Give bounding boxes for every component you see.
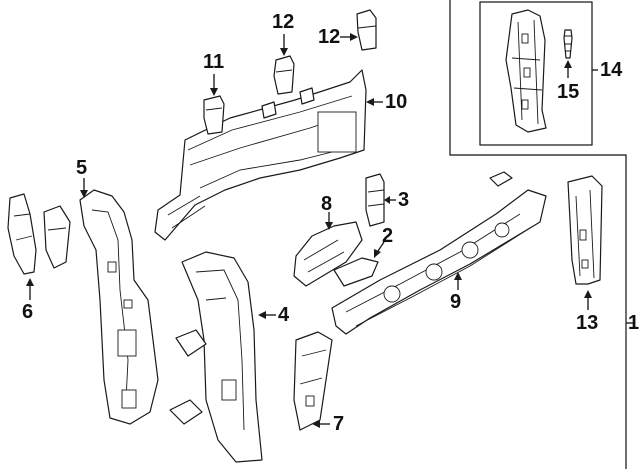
part-2-bracket: [333, 241, 385, 287]
callout-12b: 12: [318, 26, 341, 48]
part-12-bracket-b: [340, 9, 377, 51]
callout-13: 13: [576, 312, 599, 334]
callout-8: 8: [321, 193, 333, 215]
part-12-bracket-a: [273, 34, 295, 95]
part-7-lower-bracket: [293, 331, 333, 431]
callout-6: 6: [22, 301, 34, 323]
callout-3: 3: [398, 189, 410, 211]
callout-2: 2: [382, 225, 394, 247]
callout-1: 1: [628, 312, 640, 334]
part-10-upper-panel: [154, 69, 383, 241]
callout-12a: 12: [272, 11, 295, 33]
callout-10: 10: [385, 91, 408, 113]
part-11-bracket: [203, 74, 225, 135]
assembly-frame: [449, 0, 633, 469]
callout-5: 5: [76, 157, 88, 179]
callout-9: 9: [450, 291, 462, 313]
inset-box: [479, 1, 598, 146]
part-15-clip: [563, 29, 573, 78]
part-9-cross-member: [331, 171, 547, 335]
part-14-reinforcement: [505, 9, 547, 133]
part-8-bracket: [293, 212, 363, 287]
part-4-pillar-outer: [169, 251, 276, 463]
callout-7: 7: [333, 413, 345, 435]
callout-15: 15: [557, 81, 580, 103]
part-3-plate: [365, 173, 396, 227]
callout-4: 4: [278, 304, 290, 326]
part-13-reinforcement: [567, 175, 603, 310]
callout-11: 11: [203, 51, 225, 73]
part-6-side-bracket: [7, 193, 71, 300]
part-5-pillar-inner: [79, 178, 159, 425]
callout-14: 14: [600, 59, 623, 81]
